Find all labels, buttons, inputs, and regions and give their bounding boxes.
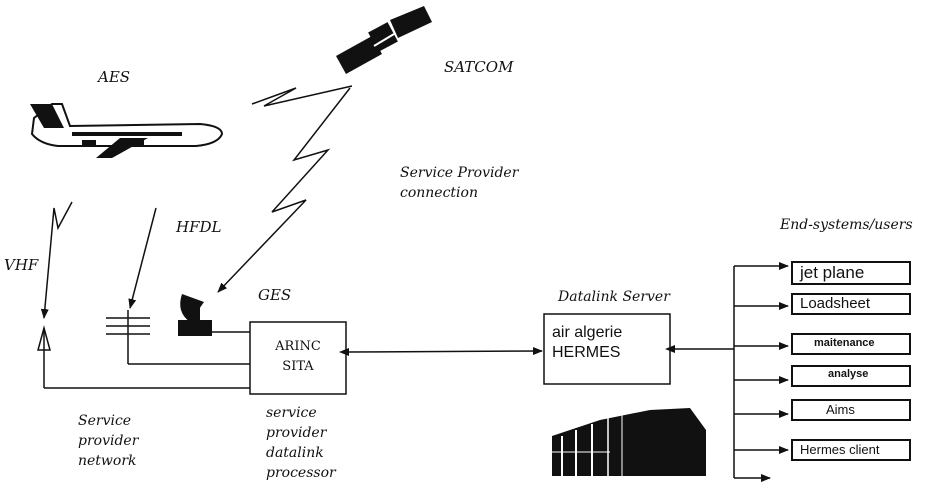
vhf-link	[44, 202, 72, 318]
server-building-icon	[552, 408, 706, 476]
end-system-aims: Aims	[826, 402, 855, 417]
satcom-ges-link	[218, 88, 350, 292]
service-provider-connection-label-2: connection	[400, 184, 478, 202]
hfdl-link	[130, 208, 156, 308]
arinc-label: ARINC	[250, 338, 346, 355]
sita-label: SITA	[250, 358, 346, 375]
hf-antenna-icon	[106, 310, 150, 364]
satcom-aircraft-link	[252, 86, 352, 106]
ges-dish-icon	[178, 294, 212, 336]
ges-label: GES	[258, 286, 291, 304]
service-provider-processor-label-3: datalink	[266, 444, 324, 462]
service-provider-network-label-3: network	[78, 452, 137, 470]
service-provider-processor-label-1: service	[266, 404, 317, 422]
aircraft-icon	[30, 104, 222, 158]
end-systems-label: End-systems/users	[780, 216, 913, 234]
arinc-hermes-link	[348, 351, 542, 352]
hermes-box-label-2: HERMES	[552, 344, 620, 362]
end-system-maintenance: maitenance	[814, 337, 875, 349]
service-provider-network-label-1: Service	[78, 412, 131, 430]
hermes-box-label-1: air algerie	[552, 324, 622, 342]
satcom-label: SATCOM	[444, 58, 513, 76]
vhf-antenna-icon	[38, 328, 50, 388]
aes-label: AES	[98, 68, 130, 86]
satellite-icon	[336, 6, 432, 74]
hfdl-label: HFDL	[176, 218, 221, 236]
service-provider-processor-label-2: provider	[266, 424, 326, 442]
end-system-loadsheet: Loadsheet	[800, 295, 870, 312]
end-system-jet-plane: jet plane	[800, 263, 864, 283]
end-system-hermes-client: Hermes client	[800, 442, 879, 457]
vhf-label: VHF	[4, 256, 38, 274]
service-provider-connection-label-1: Service Provider	[400, 164, 518, 182]
service-provider-network-label-2: provider	[78, 432, 138, 450]
end-system-analyse: analyse	[828, 368, 868, 380]
service-provider-processor-label-4: processor	[266, 464, 336, 482]
datalink-server-label: Datalink Server	[558, 288, 670, 306]
